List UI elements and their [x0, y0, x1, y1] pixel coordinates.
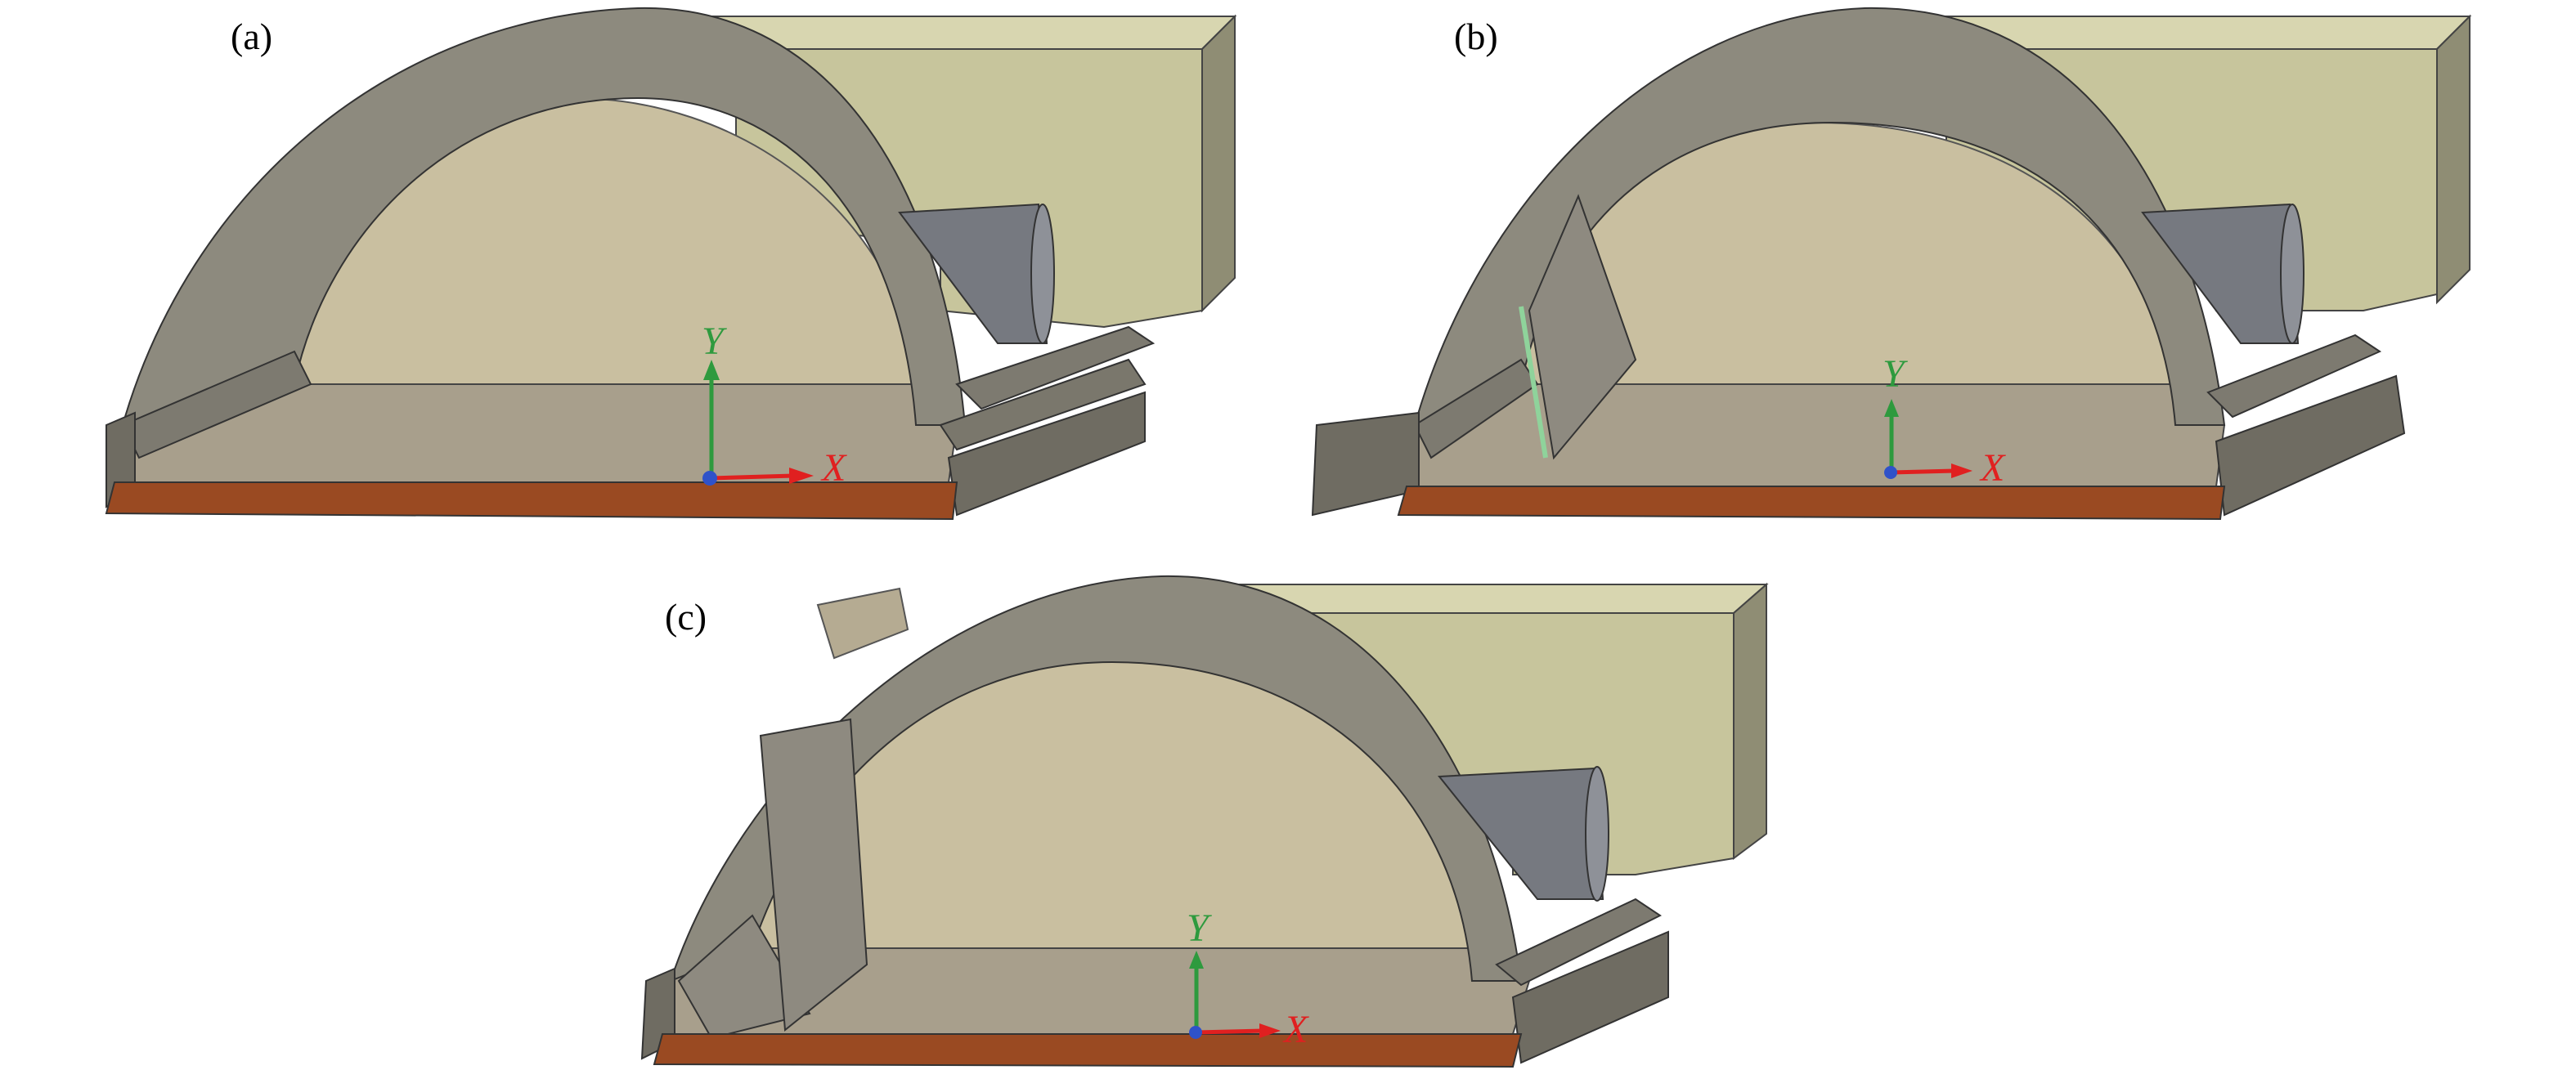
arched-shell — [121, 7, 967, 427]
panel-b: (b) Y X — [1276, 0, 2551, 531]
x-axis-label: X — [1284, 1008, 1308, 1051]
chamber-model-a — [105, 7, 1237, 521]
y-axis-label: Y — [1883, 352, 1905, 396]
panel-a-label: (a) — [231, 16, 273, 57]
right-step-base — [1495, 898, 1669, 1064]
nozzle — [1438, 766, 1609, 902]
nozzle — [898, 203, 1055, 344]
chamber-model-c — [640, 575, 1769, 1068]
floor-surface — [1405, 383, 2226, 487]
right-step-base — [2206, 334, 2406, 517]
panel-c: (c) — [572, 539, 1848, 1070]
panel-c-label: (c) — [665, 596, 707, 638]
left-rail — [1413, 358, 1539, 459]
coordinate-axes — [702, 360, 814, 486]
upper-baffle — [816, 587, 909, 660]
arched-shell — [1413, 7, 2226, 427]
nozzle — [2141, 203, 2304, 344]
y-axis-label: Y — [702, 320, 724, 363]
right-step-base — [939, 325, 1156, 517]
inclined-baffle — [1519, 194, 1637, 460]
chamber-model-b — [1311, 7, 2472, 521]
floor-strip — [1397, 486, 2226, 521]
y-axis-label: Y — [1187, 907, 1209, 950]
lower-baffle — [677, 718, 868, 1040]
panel-b-label: (b) — [1454, 16, 1498, 57]
floor-strip — [653, 1033, 1523, 1068]
panel-a: (a) — [0, 0, 1276, 531]
coordinate-axes — [1884, 399, 1972, 479]
floor-strip — [105, 481, 958, 521]
coordinate-axes — [1189, 951, 1281, 1039]
x-axis-label: X — [1981, 446, 2005, 490]
x-axis-label: X — [822, 446, 846, 490]
